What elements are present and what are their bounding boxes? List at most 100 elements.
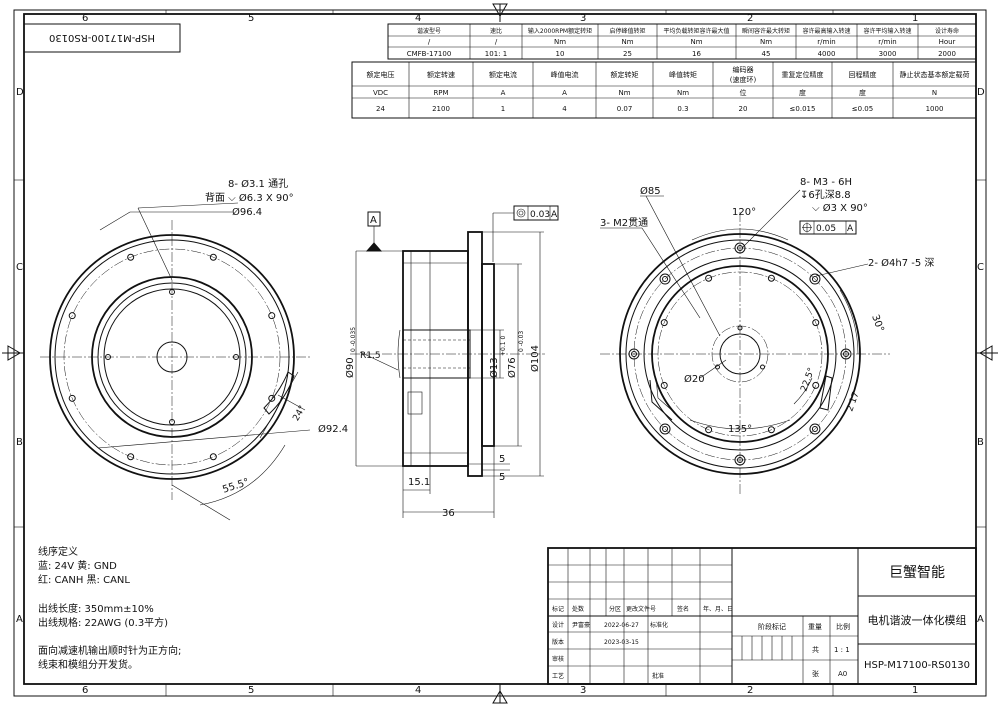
right-dia85: Ø85 (640, 185, 661, 197)
threaded-hole-icon (631, 351, 637, 357)
m2-hole-icon (760, 364, 766, 370)
inner-hole-icon (660, 319, 668, 327)
side-dia90: Ø90 (344, 357, 356, 378)
spec2-value: 4 (562, 105, 567, 113)
notes-wire-1: 蓝: 24V 黄: GND (38, 559, 117, 572)
tb-designer: 尹富豪 (572, 621, 590, 629)
right-view (600, 189, 890, 496)
spec1-header: 容许平均输入转速 (863, 27, 911, 35)
spec1-value: 3000 (879, 50, 897, 58)
spec1-unit: Nm (690, 38, 702, 46)
left-dia-924: Ø92.4 (318, 423, 348, 435)
zone-col-4-bottom: 4 (415, 685, 421, 696)
side-dia13-tol: +0.1 0 (500, 336, 507, 356)
notes-direction-2: 线束和模组分开发货。 (38, 658, 138, 671)
right-dim-217: 2 17 (845, 391, 861, 413)
tb-scale-value: 1 : 1 (834, 646, 850, 654)
notes-length: 出线长度: 350mm±10% (38, 602, 154, 615)
zone-col-4: 4 (415, 13, 421, 24)
right-wire-slot-left (649, 379, 673, 421)
tb-standard: 标准化 (650, 621, 668, 629)
zone-labels: 6 5 4 3 2 1 6 5 4 3 2 1 D C B A D C B A (16, 13, 985, 696)
tb-version: A0 (838, 670, 847, 678)
spec1-value: 45 (762, 50, 771, 58)
zone-col-3: 3 (580, 13, 586, 24)
right-position-ref: A (847, 224, 854, 234)
inner-hole-icon (767, 426, 775, 434)
side-dim-151: 15.1 (408, 477, 430, 488)
threaded-hole-icon (843, 351, 849, 357)
tb-date: 年、月、日 (703, 605, 733, 613)
zone-col-2-bottom: 2 (747, 685, 753, 696)
right-m3-note-3: ⌵ Ø3 X 90° (812, 202, 868, 214)
tb-sheet-label: 张 (812, 669, 819, 678)
threaded-hole-icon (840, 348, 852, 360)
spec2-value: 0.07 (617, 105, 633, 113)
zone-row-b: B (16, 437, 23, 448)
tb-stage-label: 阶段标记 (758, 622, 786, 631)
right-angle-135: 135° (728, 424, 752, 435)
left-view (40, 202, 312, 521)
mount-hole-icon (268, 312, 276, 320)
mount-hole-icon (209, 453, 217, 461)
side-datum-label: A (370, 215, 377, 226)
spec1-value: 2000 (938, 50, 956, 58)
spec2-unit: 度 (859, 88, 866, 97)
spec2-unit: RPM (433, 89, 448, 97)
spec2-unit: Nm (677, 89, 689, 97)
right-wire-slot-right (819, 375, 833, 411)
spec2-unit: 位 (740, 88, 747, 97)
spec1-unit: Nm (760, 38, 772, 46)
spec1-unit: r/min (878, 38, 896, 46)
inner-hole-icon (169, 419, 175, 425)
side-dim-36: 36 (442, 508, 455, 519)
right-angle-225: 22.5° (799, 367, 817, 393)
inner-hole-icon (812, 381, 820, 389)
spec2-unit: A (501, 89, 506, 97)
tb-design-label: 设计 (552, 621, 564, 629)
zone-col-1: 1 (912, 13, 918, 24)
spec1-value: 16 (692, 50, 701, 58)
side-dia76: Ø76 (506, 357, 518, 378)
spec2-value: ≤0.015 (790, 105, 816, 113)
left-outer-flange (49, 234, 295, 480)
zone-col-5: 5 (248, 13, 254, 24)
spec1-header: 谐波型号 (417, 27, 441, 35)
mount-hole-icon (209, 253, 217, 261)
tb-unit-value: 共 (812, 645, 819, 654)
mount-hole-icon (68, 312, 76, 320)
tb-approve: 批准 (652, 672, 664, 680)
left-wire-slot (263, 371, 295, 415)
spec2-header: 额定电压 (367, 70, 395, 79)
title-block (547, 547, 977, 685)
spec2-header: 峰值转矩 (669, 70, 697, 79)
right-outer-flange (619, 233, 861, 475)
title-company: 巨蟹智能 (889, 565, 945, 581)
spec2-unit: VDC (373, 89, 388, 97)
zone-col-5-bottom: 5 (248, 685, 254, 696)
left-holes-note-1: 8- Ø3.1 通孔 (228, 178, 288, 190)
zone-row-d-right: D (977, 87, 985, 98)
threaded-hole-icon (662, 425, 669, 432)
spec2-unit: Nm (618, 89, 630, 97)
inner-hole-icon (233, 354, 239, 360)
threaded-hole-icon (734, 242, 746, 254)
spec2-header: 额定电流 (489, 70, 517, 79)
spec1-unit: / (428, 38, 431, 46)
spec2-unit: A (562, 89, 567, 97)
spec1-value: 10 (556, 50, 565, 58)
spec2-header: 编码器 (733, 65, 754, 74)
inner-hole-icon (705, 274, 713, 282)
zone-col-3-bottom: 3 (580, 685, 586, 696)
inner-hole-icon (705, 426, 713, 434)
inner-hole-icon (660, 381, 668, 389)
threaded-hole-icon (737, 457, 743, 463)
mount-hole-icon (68, 394, 76, 402)
drawing-frame (2, 3, 998, 704)
spec2-unit: N (932, 89, 937, 97)
spec1-value: 101: 1 (485, 50, 507, 58)
spec2-value: 2100 (432, 105, 450, 113)
tb-version-label: 版本 (552, 638, 564, 646)
right-dia20: Ø20 (684, 373, 705, 385)
